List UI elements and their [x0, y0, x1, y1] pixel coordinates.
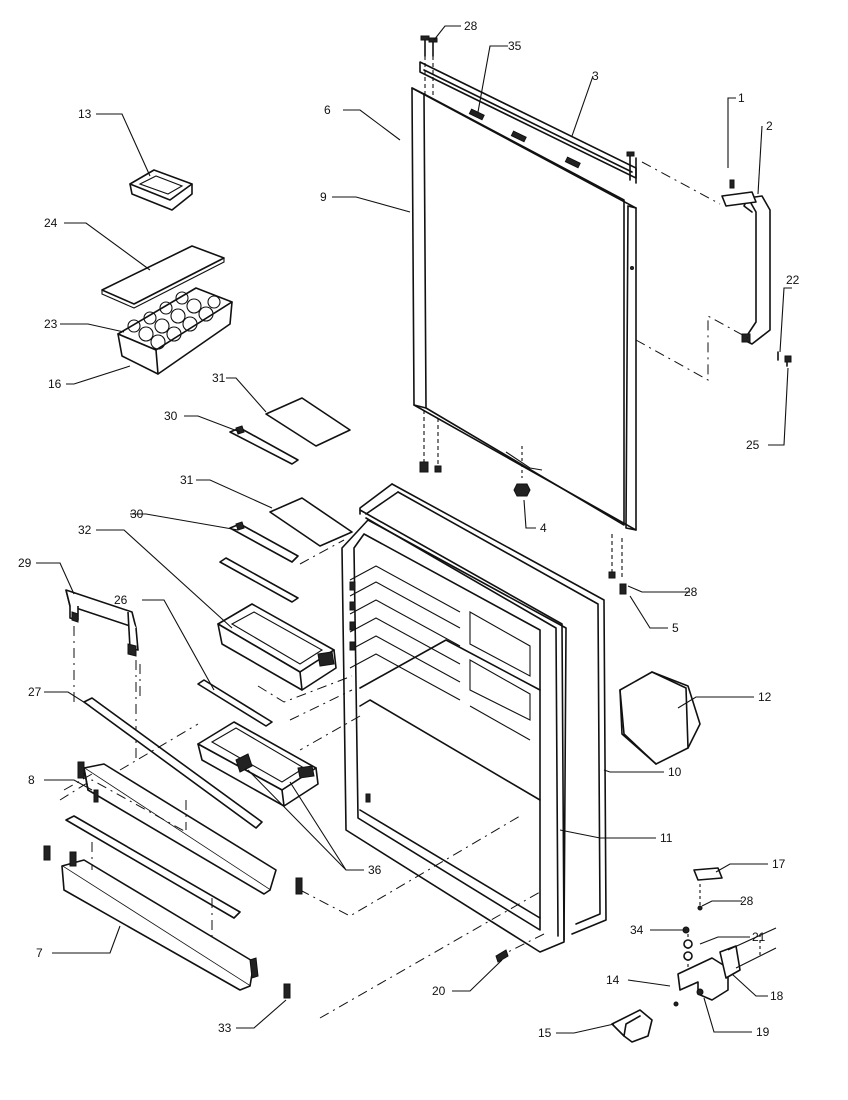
callout-2: 2 [766, 119, 773, 133]
callout-27: 27 [28, 685, 42, 699]
meat-drawer [197, 721, 319, 807]
door-bottom-screws [419, 410, 442, 473]
callout-18: 18 [770, 989, 784, 1003]
dairy-compartment-door [619, 671, 701, 765]
callout-16: 16 [48, 377, 62, 391]
callout-34: 34 [630, 923, 644, 937]
outer-door-panel [411, 87, 637, 531]
crisper-rail-upper [219, 557, 299, 603]
callout-32: 32 [78, 523, 92, 537]
bin-screw-8 [295, 877, 303, 895]
callout-15: 15 [538, 1026, 552, 1040]
callout-31-upper: 31 [212, 371, 226, 385]
door-handle [741, 195, 771, 345]
dairy-bracket [65, 589, 139, 657]
lower-hinge-assembly [673, 867, 777, 1007]
ice-tray-cover [101, 245, 225, 309]
door-gasket [359, 483, 607, 941]
butter-cover [129, 169, 193, 211]
callout-8: 8 [28, 773, 35, 787]
hinge-cover-15 [611, 1009, 653, 1043]
callout-29: 29 [18, 556, 32, 570]
callout-21: 21 [752, 930, 766, 944]
shelf-glass-upper [265, 397, 351, 447]
side-screw-33 [283, 983, 291, 999]
callout-23: 23 [44, 317, 58, 331]
door-top-trim [419, 61, 637, 179]
callout-28-hinge: 28 [740, 894, 754, 908]
callout-19: 19 [756, 1025, 770, 1039]
door-shelf-rail-upper [83, 697, 263, 829]
callout-12: 12 [758, 690, 772, 704]
callout-28-top: 28 [464, 19, 478, 33]
shelf-glass-lower [269, 497, 353, 547]
callout-4: 4 [540, 521, 547, 535]
callout-22: 22 [786, 273, 800, 287]
callout-36: 36 [368, 863, 382, 877]
crisper-rail-lower [197, 679, 273, 727]
callout-30-lower: 30 [130, 507, 144, 521]
hinge-pin-mid [608, 534, 627, 595]
callout-25: 25 [746, 438, 760, 452]
callout-26: 26 [114, 593, 128, 607]
door-bin-lower [43, 845, 259, 991]
callout-3: 3 [592, 69, 599, 83]
hinge-screws-top [420, 35, 637, 184]
ice-tray [117, 287, 233, 375]
callout-20: 20 [432, 984, 446, 998]
crisper-pan [217, 603, 337, 691]
shelf-retainer-lower [229, 521, 299, 563]
callout-13: 13 [78, 107, 92, 121]
handle-bracket [721, 179, 757, 207]
door-shelf-upper [77, 761, 277, 895]
callout-6: 6 [324, 103, 331, 117]
door-shelf-rail-lower [65, 815, 241, 919]
handle-screws [635, 161, 792, 381]
door-liner [341, 519, 567, 953]
callout-10: 10 [668, 765, 682, 779]
callout-11: 11 [660, 831, 673, 845]
door-stop-4 [513, 446, 531, 497]
callout-28-mid: 28 [684, 585, 698, 599]
callout-24: 24 [44, 216, 58, 230]
callout-33: 33 [218, 1021, 232, 1035]
callout-7: 7 [36, 946, 43, 960]
callout-35: 35 [508, 39, 522, 53]
leader-lines [36, 25, 792, 1034]
callout-14: 14 [606, 973, 620, 987]
callout-30-upper: 30 [164, 409, 178, 423]
callout-31-lower: 31 [180, 473, 194, 487]
callout-labels: 1 2 3 4 5 6 7 8 9 10 11 12 13 14 15 16 1… [18, 19, 800, 1040]
callout-1: 1 [738, 91, 745, 105]
side-screw-20 [495, 949, 509, 963]
callout-17: 17 [772, 857, 786, 871]
callout-9: 9 [320, 190, 327, 204]
callout-5: 5 [672, 621, 679, 635]
shelf-retainer-upper [229, 425, 299, 465]
alignment-lines [59, 539, 545, 1019]
